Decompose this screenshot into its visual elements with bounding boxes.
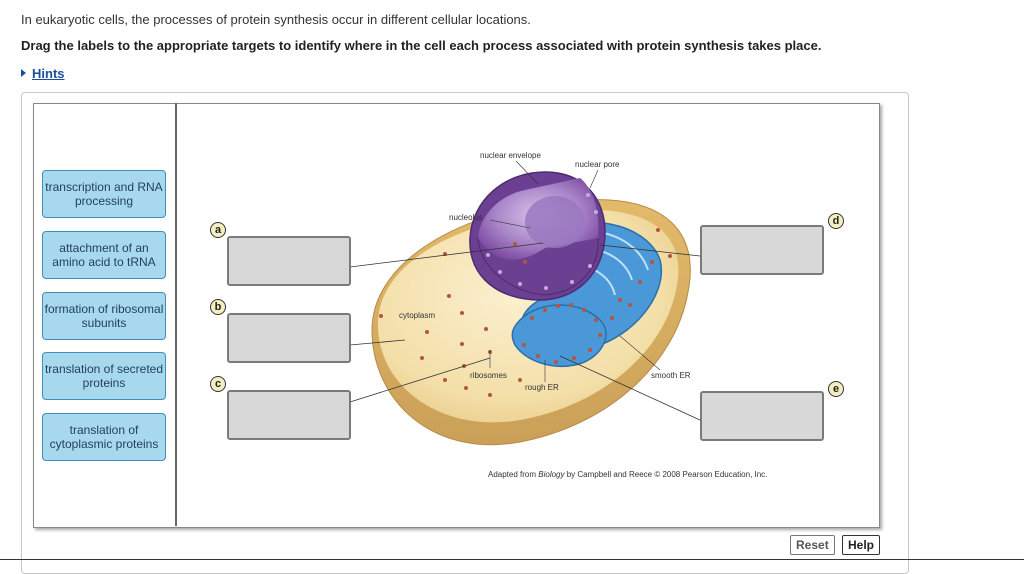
hints-label: Hints — [32, 66, 65, 81]
target-badge-b: b — [210, 299, 226, 315]
draggable-label-secreted-proteins[interactable]: translation of secreted proteins — [42, 352, 166, 400]
intro-text: In eukaryotic cells, the processes of pr… — [21, 12, 531, 27]
label-text: formation of ribosomal subunits — [44, 302, 164, 330]
instructions-text: Drag the labels to the appropriate targe… — [21, 38, 822, 53]
cell-diagram: nuclear envelope nuclear pore nucleolus … — [349, 151, 767, 479]
drop-target-e[interactable] — [700, 391, 824, 441]
label-text: attachment of an amino acid to tRNA — [52, 241, 156, 269]
drop-target-d[interactable] — [700, 225, 824, 275]
target-badge-a: a — [210, 222, 226, 238]
leader-line-c — [349, 357, 491, 403]
label-nuclear-envelope: nuclear envelope — [480, 151, 541, 160]
leader-line-e — [559, 355, 701, 421]
hints-link[interactable]: Hints — [21, 66, 65, 81]
target-badge-e: e — [828, 381, 844, 397]
credit-line: Adapted from Biology by Campbell and Ree… — [488, 470, 767, 479]
drop-target-b[interactable] — [227, 313, 351, 363]
draggable-label-ribosomal-subunits[interactable]: formation of ribosomal subunits — [42, 292, 166, 340]
label-rough-er: rough ER — [525, 383, 559, 392]
expand-triangle-icon — [21, 69, 26, 77]
draggable-label-cytoplasmic-proteins[interactable]: translation of cytoplasmic proteins — [42, 413, 166, 461]
label-text: translation of cytoplasmic proteins — [49, 423, 159, 451]
label-smooth-er: smooth ER — [651, 371, 691, 380]
bottom-divider — [0, 559, 1024, 560]
nucleolus-shape — [525, 196, 585, 248]
label-nucleolus: nucleolus — [449, 213, 483, 222]
draggable-label-transcription[interactable]: transcription and RNA processing — [42, 170, 166, 218]
drop-target-c[interactable] — [227, 390, 351, 440]
target-badge-c: c — [210, 376, 226, 392]
help-button[interactable]: Help — [842, 535, 881, 555]
reset-button[interactable]: Reset — [790, 535, 835, 555]
leader-line-a — [349, 242, 544, 268]
leader-line-d — [599, 244, 701, 257]
label-text: transcription and RNA processing — [45, 180, 163, 208]
label-text: translation of secreted proteins — [44, 362, 164, 390]
drop-target-a[interactable] — [227, 236, 351, 286]
target-badge-d: d — [828, 213, 844, 229]
leader-line-b — [349, 339, 406, 346]
draggable-label-amino-acid-attachment[interactable]: attachment of an amino acid to tRNA — [42, 231, 166, 279]
label-cytoplasm: cytoplasm — [399, 311, 435, 320]
label-column — [33, 103, 177, 526]
label-ribosomes: ribosomes — [470, 371, 507, 380]
label-nuclear-pore: nuclear pore — [575, 160, 620, 169]
